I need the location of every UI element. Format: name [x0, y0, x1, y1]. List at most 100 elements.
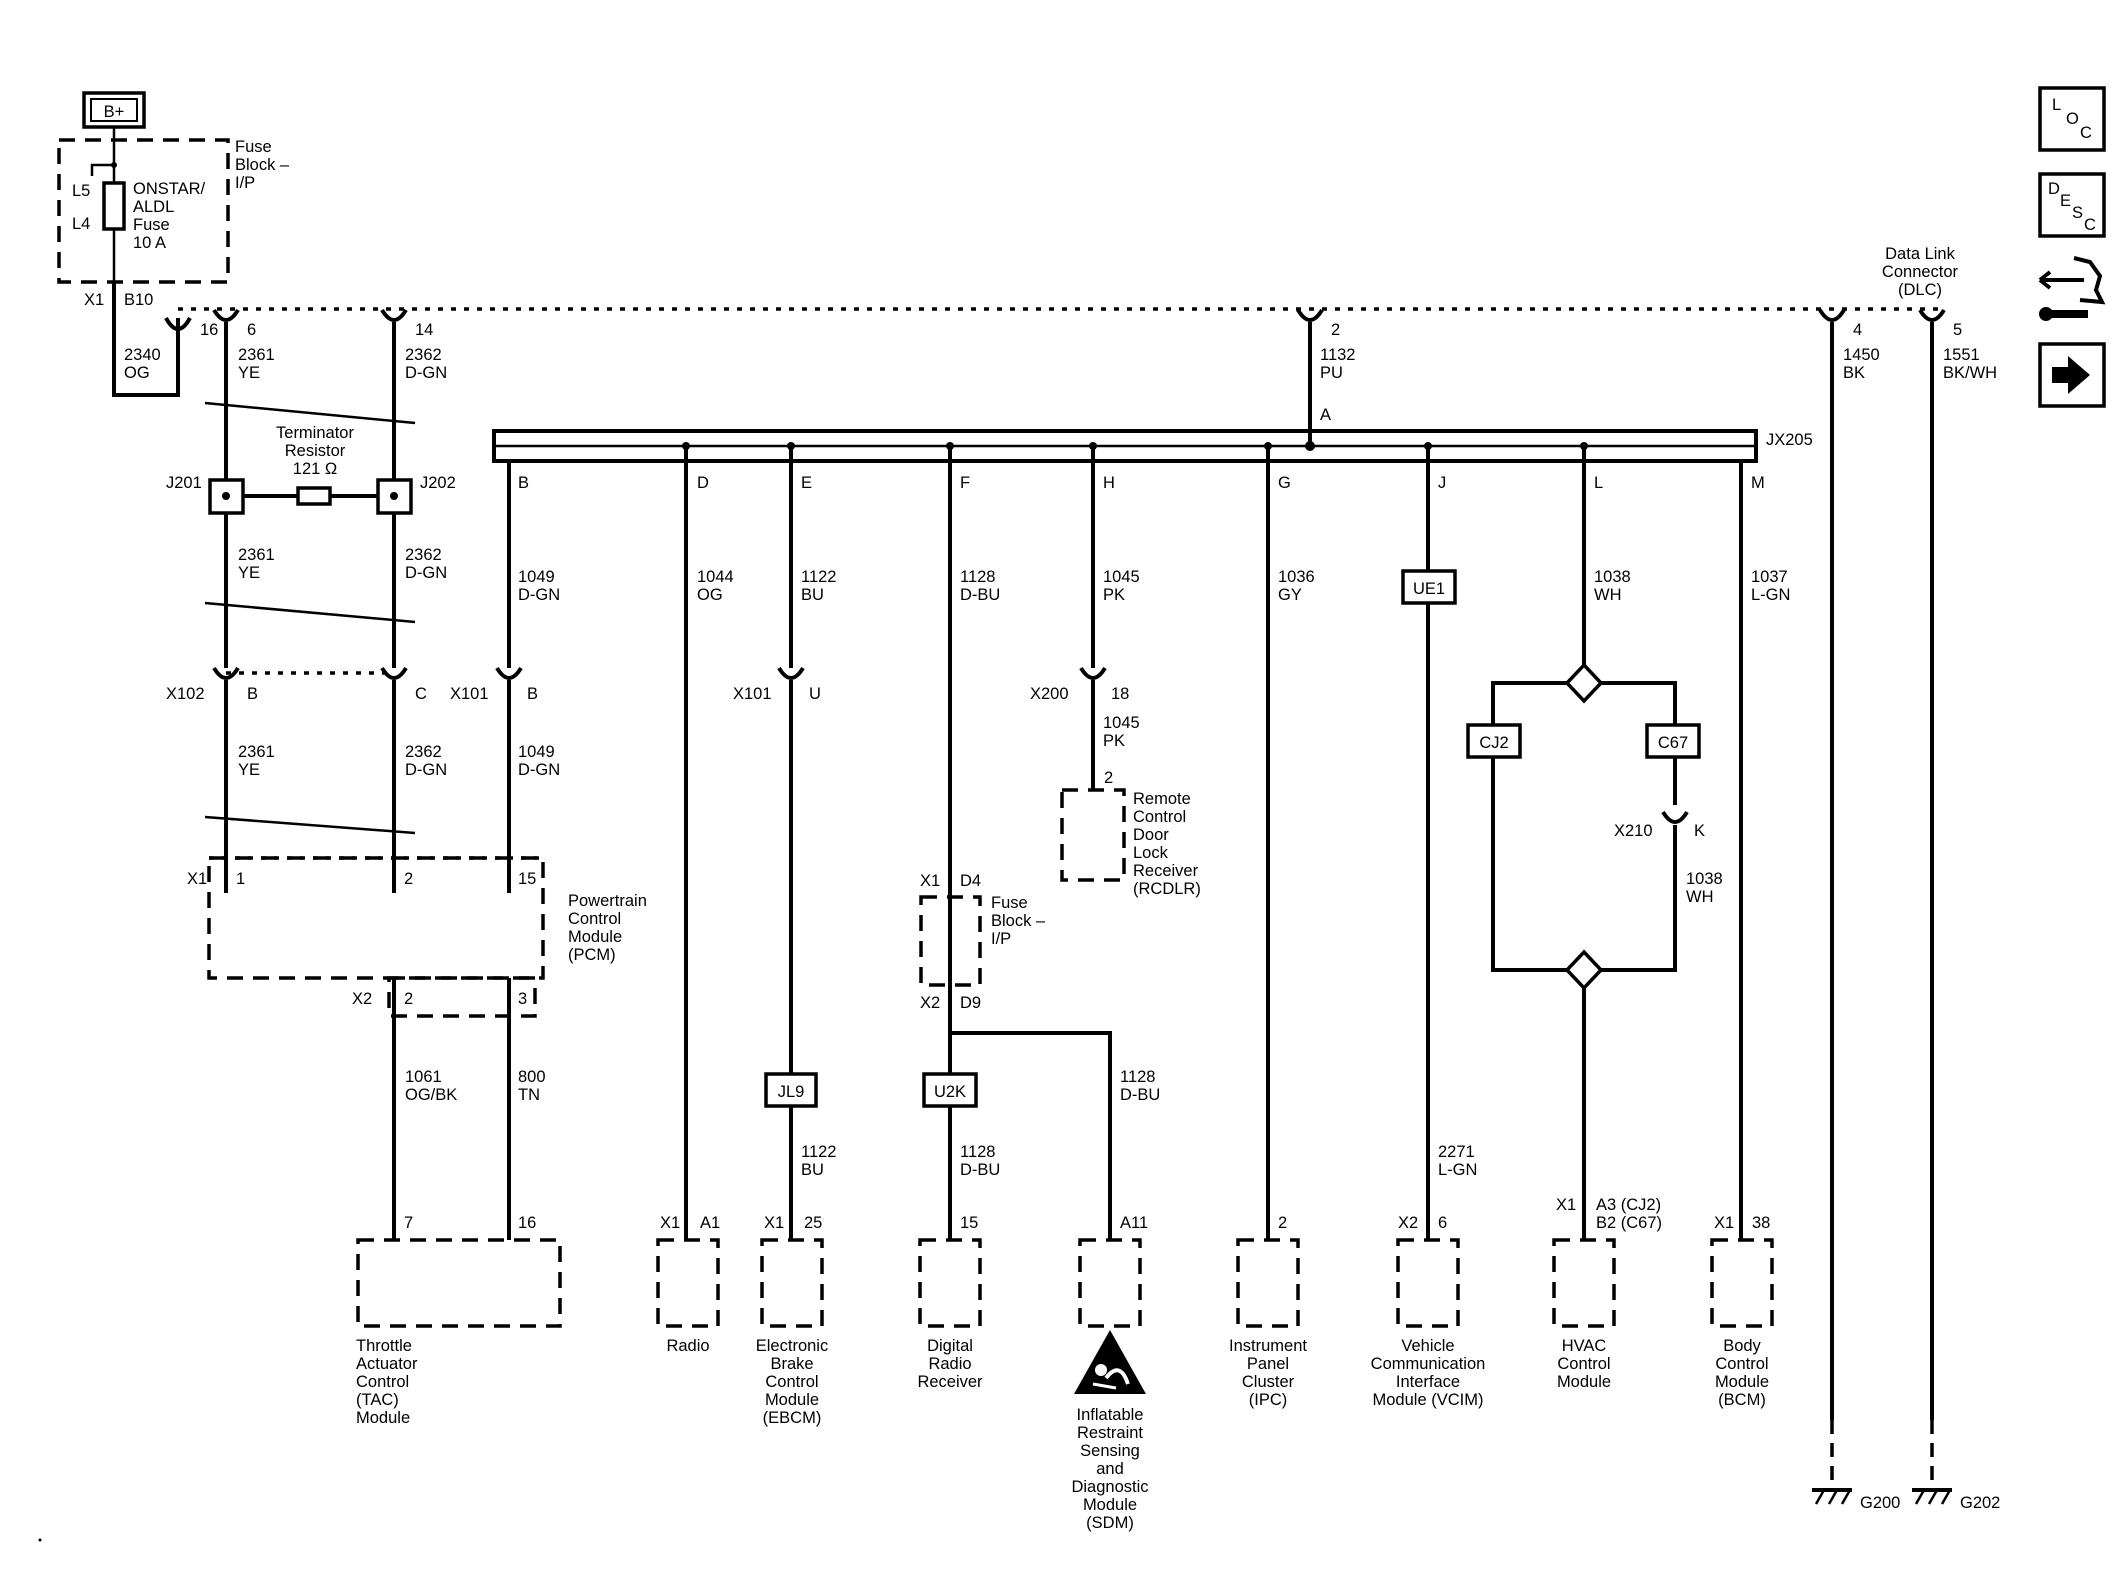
svg-text:Panel: Panel: [1247, 1355, 1289, 1373]
svg-text:Remote: Remote: [1133, 790, 1191, 808]
drr-pin: 15: [960, 1214, 978, 1232]
dlc-pin-14: 14: [415, 321, 433, 339]
svg-text:Control: Control: [568, 910, 621, 928]
fuse-block-mid: [919, 895, 982, 987]
cj2-label: CJ2: [1479, 734, 1508, 752]
connector-end-view-icon[interactable]: [2038, 256, 2106, 321]
svg-text:D-BU: D-BU: [960, 586, 1000, 604]
splice-pin-h: H: [1103, 474, 1115, 492]
svg-text:D-GN: D-GN: [518, 761, 560, 779]
svg-text:Lock: Lock: [1133, 844, 1169, 862]
svg-text:1132: 1132: [1320, 346, 1355, 364]
svg-text:Radio: Radio: [928, 1355, 971, 1373]
svg-text:Module: Module: [1557, 1373, 1611, 1391]
fuse-mid-x1: X1: [920, 872, 940, 890]
splice-pin-j: J: [1438, 474, 1446, 492]
radio-label: Radio: [666, 1337, 709, 1355]
svg-text:Terminator: Terminator: [276, 424, 354, 442]
svg-text:1128: 1128: [960, 568, 995, 586]
vcim-module: [1396, 1238, 1460, 1328]
svg-text:Communication: Communication: [1371, 1355, 1486, 1373]
dlc-pin-2: 2: [1331, 321, 1340, 339]
svg-text:Control: Control: [356, 1373, 409, 1391]
svg-text:Throttle: Throttle: [356, 1337, 412, 1355]
svg-text:(SDM): (SDM): [1086, 1514, 1134, 1532]
svg-text:(TAC): (TAC): [356, 1391, 399, 1409]
x101-pin-u: U: [809, 685, 821, 703]
terminator-label: Terminator Resistor 121 Ω: [276, 424, 354, 478]
pcm-pin-2: 2: [404, 870, 413, 888]
hvac-module: [1552, 1238, 1616, 1328]
twist-marker-3: [204, 815, 416, 835]
dlc-pin-6: 6: [247, 321, 256, 339]
x101-label-1: X101: [450, 685, 489, 703]
desc-button[interactable]: D E S C: [2038, 172, 2106, 238]
vcim-label: Vehicle Communication Interface Module (…: [1371, 1337, 1486, 1409]
onstar-aldl-fuse: [102, 181, 126, 231]
svg-text:1128: 1128: [1120, 1068, 1155, 1086]
terminator-resistor: [208, 478, 413, 515]
sdm-label: Inflatable Restraint Sensing and Diagnos…: [1071, 1406, 1148, 1532]
arrow-right-icon[interactable]: [2038, 342, 2106, 408]
twist-marker-2: [204, 601, 416, 624]
svg-text:D-GN: D-GN: [405, 761, 447, 779]
svg-text:Digital: Digital: [927, 1337, 973, 1355]
svg-text:Block –: Block –: [235, 156, 290, 174]
wire-2362-label-3: 2362 D-GN: [405, 743, 447, 779]
svg-text:2361: 2361: [238, 546, 275, 564]
svg-text:Module: Module: [356, 1409, 410, 1427]
svg-text:2362: 2362: [405, 546, 442, 564]
vcim-pin: 6: [1438, 1214, 1447, 1232]
x101-label-2: X101: [733, 685, 772, 703]
svg-text:1061: 1061: [405, 1068, 442, 1086]
svg-text:PU: PU: [1320, 364, 1343, 382]
svg-text:800: 800: [518, 1068, 546, 1086]
svg-text:(PCM): (PCM): [568, 946, 616, 964]
svg-text:1036: 1036: [1278, 568, 1315, 586]
hvac-conn: X1: [1556, 1196, 1576, 1214]
pcm-module: [207, 856, 545, 980]
svg-text:(DLC): (DLC): [1898, 281, 1942, 299]
svg-text:Module: Module: [1715, 1373, 1769, 1391]
svg-text:Fuse: Fuse: [133, 216, 170, 234]
x200-label: X200: [1030, 685, 1069, 703]
svg-text:GY: GY: [1278, 586, 1302, 604]
svg-text:1122: 1122: [801, 568, 836, 586]
fuse-mid-d9: D9: [960, 994, 981, 1012]
bcm-module: [1710, 1238, 1774, 1328]
vcim-conn: X2: [1398, 1214, 1418, 1232]
svg-text:10 A: 10 A: [133, 234, 166, 252]
twist-marker-1: [204, 401, 416, 425]
rcdlr-label: Remote Control Door Lock Receiver (RCDLR…: [1133, 790, 1201, 898]
svg-text:YE: YE: [238, 364, 260, 382]
ground-g202-label: G202: [1960, 1494, 2000, 1512]
svg-text:Vehicle: Vehicle: [1401, 1337, 1454, 1355]
svg-text:C: C: [2080, 124, 2092, 142]
svg-text:PK: PK: [1103, 586, 1125, 604]
svg-text:WH: WH: [1594, 586, 1622, 604]
bcm-conn: X1: [1714, 1214, 1734, 1232]
svg-text:Receiver: Receiver: [1133, 862, 1199, 880]
loc-button[interactable]: L O C: [2038, 86, 2106, 152]
svg-text:OG/BK: OG/BK: [405, 1086, 457, 1104]
svg-text:BU: BU: [801, 586, 824, 604]
ipc-label: Instrument Panel Cluster (IPC): [1229, 1337, 1307, 1409]
svg-text:1049: 1049: [518, 568, 555, 586]
svg-text:L-GN: L-GN: [1751, 586, 1790, 604]
svg-text:Cluster: Cluster: [1242, 1373, 1295, 1391]
svg-text:1551: 1551: [1943, 346, 1980, 364]
svg-text:TN: TN: [518, 1086, 540, 1104]
svg-text:Connector: Connector: [1882, 263, 1959, 281]
svg-text:D-BU: D-BU: [960, 1161, 1000, 1179]
svg-text:Module: Module: [765, 1391, 819, 1409]
terminator-j201: J201: [166, 474, 202, 492]
x210-label: X210: [1614, 822, 1653, 840]
pcm-pin-x2-3: 3: [518, 990, 527, 1008]
